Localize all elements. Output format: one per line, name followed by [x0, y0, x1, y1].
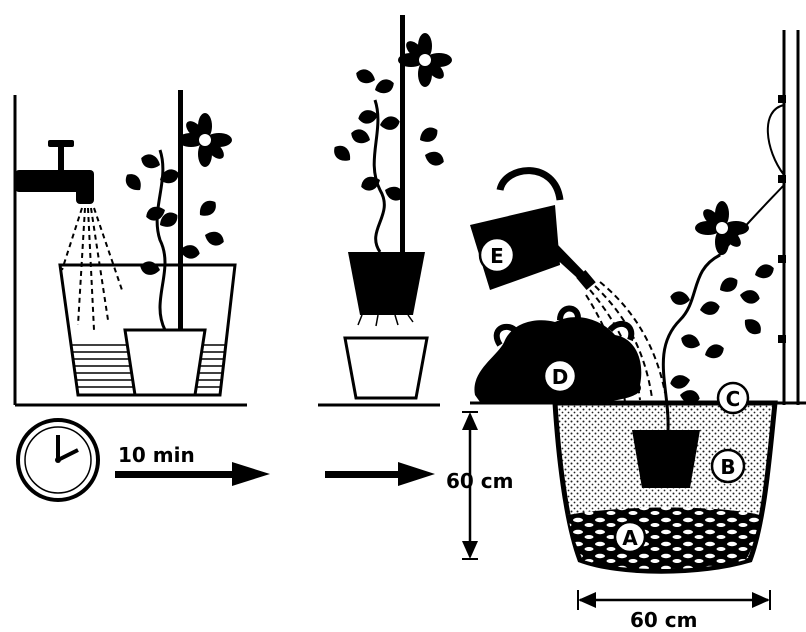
- width-dimension: [578, 590, 770, 610]
- svg-text:B: B: [720, 455, 735, 479]
- roots: [358, 315, 413, 326]
- soak-panel: 10 min: [15, 90, 270, 500]
- clematis-plant-2: [330, 15, 452, 252]
- step-arrow-2: [325, 462, 435, 486]
- callout-a: A: [615, 522, 645, 552]
- drainage-gravel: [568, 508, 760, 570]
- watering-can-icon: [470, 171, 596, 290]
- callout-c: C: [718, 383, 748, 413]
- soak-duration-label: 10 min: [118, 443, 195, 467]
- pot-in-bucket: [125, 330, 205, 395]
- clematis-plant-1: [122, 90, 232, 330]
- svg-text:A: A: [622, 526, 638, 550]
- svg-text:C: C: [726, 387, 741, 411]
- callout-e: E: [480, 238, 514, 272]
- remove-pot-panel: 60 cm: [318, 15, 514, 559]
- callout-d: D: [544, 360, 576, 392]
- water-spray: [62, 208, 122, 330]
- wall-trellis: [768, 30, 798, 405]
- faucet-icon: [15, 140, 94, 204]
- planting-panel: 60 cm A B C D E: [470, 30, 806, 632]
- planted-root-ball: [632, 430, 700, 488]
- svg-text:E: E: [490, 244, 504, 268]
- width-label: 60 cm: [630, 608, 698, 632]
- clock-icon: [18, 420, 98, 500]
- depth-label: 60 cm: [446, 469, 514, 493]
- root-ball: [348, 252, 425, 315]
- empty-pot: [345, 338, 427, 398]
- callout-b: B: [712, 450, 744, 482]
- svg-text:D: D: [552, 365, 569, 389]
